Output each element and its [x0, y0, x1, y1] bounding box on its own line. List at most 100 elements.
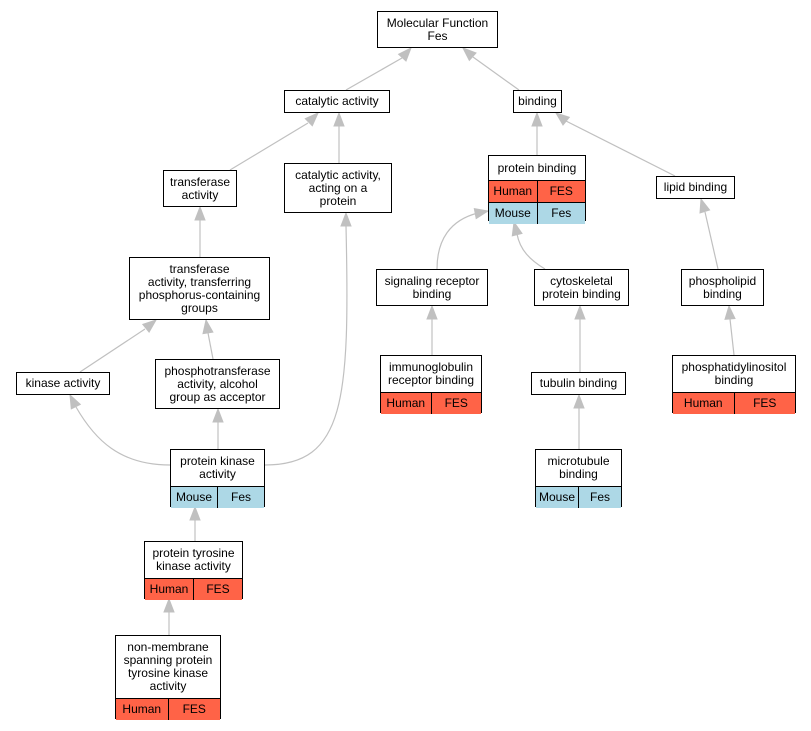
- go-term-node-phosphotransferase-alcohol[interactable]: phosphotransferase activity, alcohol gro…: [155, 359, 280, 409]
- go-term-node-molecular-function[interactable]: Molecular Function Fes: [377, 11, 498, 48]
- organism-cell: Mouse: [538, 490, 576, 504]
- edge-arrowhead: [426, 304, 438, 320]
- go-term-node-non-membrane-spanning-ptk[interactable]: non-membrane spanning protein tyrosine k…: [115, 635, 221, 720]
- edge-arrowhead: [554, 112, 571, 126]
- annotation-row-human: Human FES: [145, 578, 242, 600]
- edge-line: [345, 57, 403, 91]
- edge-line: [75, 406, 171, 466]
- go-term-label: transferase activity: [169, 174, 231, 202]
- edge-arrowhead: [333, 111, 345, 127]
- edge-arrowhead: [574, 304, 586, 320]
- edge-transferase-phosphorus-to-transferase-activity: [194, 205, 206, 257]
- edge-line: [207, 332, 214, 360]
- annotation-row-mouse: Mouse Fes: [171, 486, 264, 508]
- gene-cell: FES: [430, 393, 482, 414]
- go-term-node-signaling-receptor-binding[interactable]: signaling receptor binding: [376, 269, 488, 306]
- gene-cell: FES: [193, 579, 242, 600]
- organism-cell: Human: [122, 702, 162, 716]
- go-term-label: tubulin binding: [539, 376, 618, 390]
- edge-arrowhead: [724, 304, 736, 320]
- edge-arrowhead: [163, 597, 175, 613]
- edge-immunoglobulin-receptor-binding-to-signaling-receptor-binding: [426, 304, 438, 355]
- go-term-node-tubulin-binding[interactable]: tubulin binding: [531, 372, 626, 395]
- edge-protein-kinase-activity-to-kinase-activity: [69, 393, 171, 466]
- edge-line: [264, 225, 348, 466]
- gene-cell: Fes: [217, 487, 264, 508]
- go-term-label: Molecular Function Fes: [386, 15, 489, 43]
- edge-transferase-activity-to-catalytic-activity: [229, 112, 319, 171]
- go-term-node-phospholipid-binding[interactable]: phospholipid binding: [681, 269, 764, 306]
- edge-microtubule-binding-to-tubulin-binding: [573, 393, 585, 449]
- gene-cell: FES: [733, 393, 796, 414]
- edge-arrowhead: [397, 46, 412, 62]
- organism-cell: Mouse: [175, 490, 213, 504]
- go-term-label: non-membrane spanning protein tyrosine k…: [123, 640, 213, 693]
- go-term-label: phosphatidylinositol binding: [681, 360, 787, 387]
- go-term-label: protein tyrosine kinase activity: [152, 546, 235, 573]
- go-term-label: protein kinase activity: [180, 454, 255, 481]
- go-term-label: immunoglobulin receptor binding: [387, 360, 475, 387]
- go-term-node-lipid-binding[interactable]: lipid binding: [656, 176, 735, 199]
- edge-arrowhead: [212, 407, 224, 423]
- edge-kinase-activity-to-transferase-phosphorus: [79, 319, 158, 373]
- edge-arrowhead: [189, 505, 201, 521]
- edge-arrowhead: [461, 47, 477, 62]
- edge-line: [472, 56, 520, 91]
- gene-cell: FES: [167, 699, 221, 720]
- annotation-row-human: Human FES: [116, 698, 220, 720]
- go-term-label: phospholipid binding: [688, 273, 757, 301]
- go-term-label: catalytic activity: [295, 94, 379, 108]
- edge-catalytic-activity-protein-to-catalytic-activity: [333, 111, 345, 163]
- gene-cell: Fes: [578, 487, 621, 508]
- edge-arrowhead: [202, 318, 214, 335]
- go-term-label: cytoskeletal protein binding: [542, 273, 621, 301]
- go-term-label: binding: [518, 94, 557, 108]
- edge-line: [436, 212, 479, 270]
- organism-cell: Human: [149, 582, 189, 596]
- edge-line: [229, 122, 309, 171]
- go-term-node-catalytic-activity-protein[interactable]: catalytic activity, acting on a protein: [284, 163, 392, 213]
- go-term-node-transferase-phosphorus[interactable]: transferase activity, transferring phosp…: [129, 257, 270, 320]
- go-term-label: phosphotransferase activity, alcohol gro…: [164, 363, 271, 404]
- edge-arrowhead: [304, 112, 319, 127]
- edge-protein-binding-to-binding: [531, 111, 543, 155]
- organism-cell: Mouse: [494, 206, 531, 220]
- go-term-label: microtubule binding: [547, 454, 610, 481]
- go-term-label: transferase activity, transferring phosp…: [138, 261, 261, 315]
- go-term-node-catalytic-activity[interactable]: catalytic activity: [284, 90, 390, 113]
- edge-protein-kinase-activity-to-catalytic-activity-protein: [264, 211, 352, 466]
- go-term-node-binding[interactable]: binding: [513, 90, 562, 113]
- go-term-node-transferase-activity[interactable]: transferase activity: [163, 170, 237, 207]
- go-term-label: catalytic activity, acting on a protein: [295, 167, 381, 208]
- edge-arrowhead: [531, 111, 543, 127]
- edge-catalytic-activity-to-molecular-function: [345, 46, 412, 91]
- edge-line: [704, 211, 719, 270]
- edge-protein-tyrosine-kinase-activity-to-protein-kinase-activity: [189, 505, 201, 541]
- organism-cell: Human: [386, 396, 426, 410]
- edge-arrowhead: [340, 211, 352, 227]
- gene-cell: FES: [536, 181, 586, 202]
- edge-arrowhead: [699, 197, 711, 214]
- edge-line: [565, 120, 676, 177]
- edge-arrowhead: [573, 393, 585, 409]
- edge-arrowhead: [194, 205, 206, 221]
- edge-phosphotransferase-alcohol-to-transferase-phosphorus: [202, 318, 214, 360]
- edge-binding-to-molecular-function: [461, 47, 520, 91]
- go-term-label: lipid binding: [663, 180, 728, 194]
- go-term-node-cytoskeletal-protein-binding[interactable]: cytoskeletal protein binding: [534, 269, 629, 306]
- organism-cell: Human: [493, 184, 533, 198]
- go-term-node-kinase-activity[interactable]: kinase activity: [16, 372, 110, 395]
- edge-protein-kinase-activity-to-phosphotransferase-alcohol: [212, 407, 224, 449]
- go-term-label: signaling receptor binding: [384, 273, 480, 301]
- go-term-label: kinase activity: [25, 376, 101, 390]
